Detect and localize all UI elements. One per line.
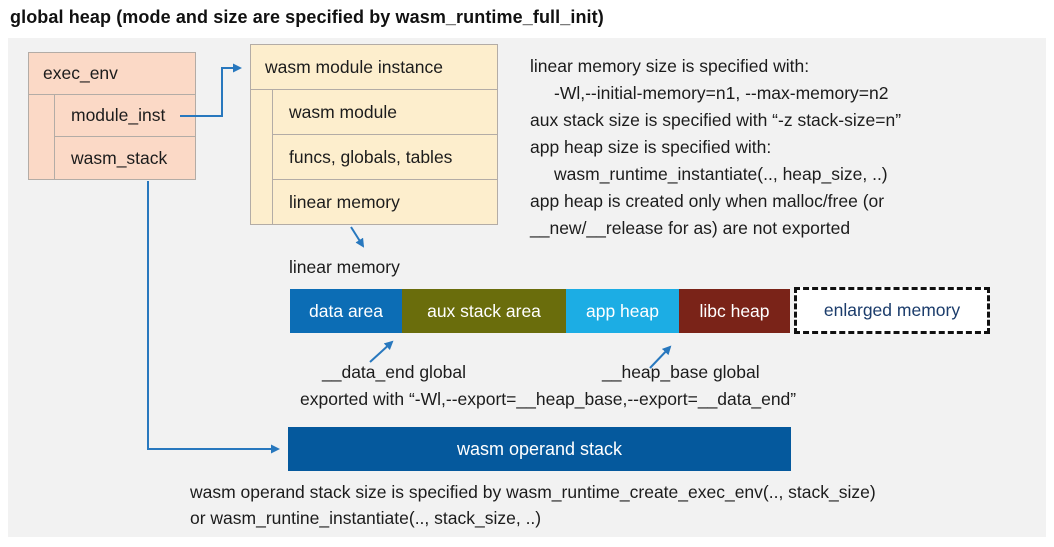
segment-enlarged-memory: enlarged memory: [794, 287, 990, 334]
operand-stack-note-line1: wasm operand stack size is specified by …: [190, 482, 876, 502]
heap-base-global-label: __heap_base global: [602, 362, 760, 382]
exec-env-row-module-inst: module_inst: [55, 95, 195, 137]
data-end-global-label: __data_end global: [322, 362, 467, 382]
segment-aux-stack-area: aux stack area: [402, 289, 566, 333]
export-flags-label: exported with “-Wl,--export=__heap_base,…: [300, 389, 797, 409]
note-line: app heap is created only when malloc/fre…: [530, 191, 885, 211]
wasm-module-instance-indent-strip: [251, 90, 273, 225]
module-instance-row-funcs-globals-tables: funcs, globals, tables: [273, 135, 497, 180]
linear-memory-label: linear memory: [289, 257, 400, 277]
wasm-module-instance-header: wasm module instance: [251, 45, 497, 90]
note-line: -Wl,--initial-memory=n1, --max-memory=n2: [554, 83, 889, 103]
size-notes-block: linear memory size is specified with: -W…: [530, 53, 901, 242]
segment-libc-heap: libc heap: [679, 289, 790, 333]
note-line: wasm_runtime_instantiate(.., heap_size, …: [554, 164, 888, 184]
exec-env-header: exec_env: [29, 53, 195, 95]
note-line: app heap size is specified with:: [530, 137, 772, 157]
operand-stack-note-line2: or wasm_runtine_instantiate(.., stack_si…: [190, 508, 542, 528]
linear-memory-bar: data area aux stack area app heap libc h…: [290, 289, 790, 333]
note-line: aux stack size is specified with “-z sta…: [530, 110, 902, 130]
wasm-operand-stack-bar: wasm operand stack: [288, 427, 791, 471]
note-line: __new/__release for as) are not exported: [530, 218, 851, 238]
segment-data-area: data area: [290, 289, 402, 333]
exec-env-row-wasm-stack: wasm_stack: [71, 148, 168, 168]
segment-app-heap: app heap: [566, 289, 679, 333]
wasm-module-instance-box: wasm module instance wasm module funcs, …: [250, 44, 498, 225]
exec-env-box: exec_env module_inst wasm_stack: [28, 52, 196, 180]
note-line: linear memory size is specified with:: [530, 56, 810, 76]
module-instance-row-wasm-module: wasm module: [273, 90, 497, 135]
module-instance-row-linear-memory: linear memory: [289, 192, 400, 212]
page-title: global heap (mode and size are specified…: [10, 7, 604, 27]
exec-env-indent-strip: [29, 95, 55, 180]
